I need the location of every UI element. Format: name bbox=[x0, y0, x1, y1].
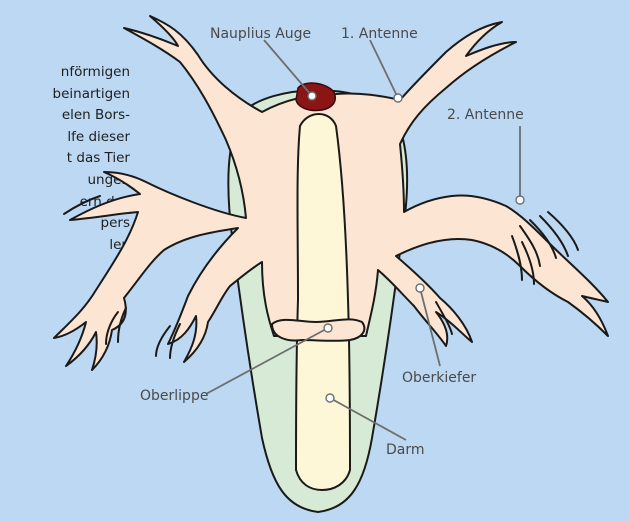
label-oberlippe: Oberlippe bbox=[140, 388, 208, 404]
label-oberkiefer: Oberkiefer bbox=[402, 370, 476, 386]
darm-gut bbox=[296, 114, 350, 490]
label-nauplius-auge: Nauplius Auge bbox=[210, 26, 311, 42]
label-darm: Darm bbox=[386, 442, 425, 458]
label-1-antenne: 1. Antenne bbox=[341, 26, 418, 42]
label-2-antenne: 2. Antenne bbox=[447, 107, 524, 123]
oberlippe-shape bbox=[272, 319, 364, 341]
